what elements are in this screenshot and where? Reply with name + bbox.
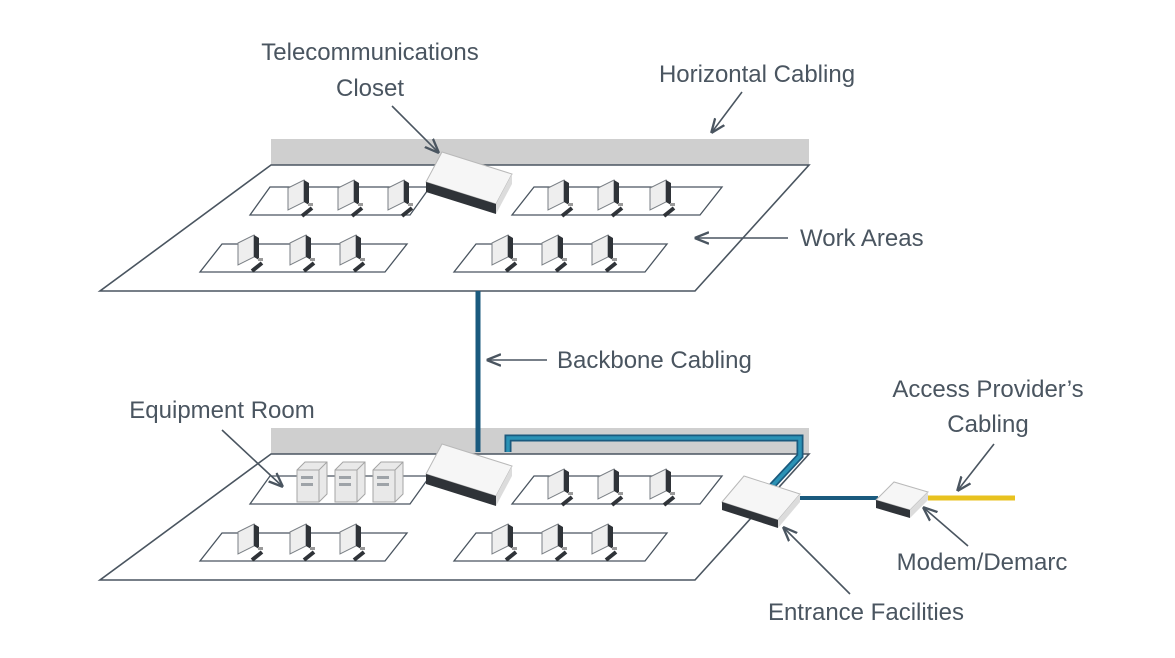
workstation: [289, 234, 316, 273]
lower-work-areas: [198, 468, 724, 562]
upper-wall: [271, 139, 809, 165]
mouse-icon: [568, 203, 573, 206]
telecom-closet-switch: [425, 151, 513, 214]
mouse-icon: [258, 258, 263, 261]
upper-work-areas: [198, 179, 724, 273]
keyboard-icon: [250, 550, 264, 562]
label-work-areas: Work Areas: [800, 225, 924, 252]
keyboard-icon: [400, 206, 414, 218]
workstation: [237, 523, 264, 562]
mouse-icon: [618, 492, 623, 495]
workstation: [289, 523, 316, 562]
mouse-icon: [612, 258, 617, 261]
keyboard-icon: [662, 206, 676, 218]
label-access-provider-line1: Access Provider’s: [892, 376, 1083, 403]
mouse-icon: [670, 492, 675, 495]
entrance-facilities-arrow: [784, 528, 851, 595]
keyboard-icon: [302, 261, 316, 273]
workstation: [649, 468, 676, 507]
keyboard-icon: [604, 550, 618, 562]
modem-demarc-device: [875, 481, 929, 518]
label-backbone-cabling: Backbone Cabling: [557, 347, 752, 374]
entrance-facilities-device: [721, 475, 801, 528]
mouse-icon: [562, 258, 567, 261]
keyboard-icon: [302, 550, 316, 562]
keyboard-icon: [350, 206, 364, 218]
keyboard-icon: [560, 495, 574, 507]
telecom-closet-arrow: [391, 105, 438, 152]
server-tower: [296, 461, 328, 503]
equipment-room-servers: [296, 461, 404, 503]
keyboard-icon: [352, 550, 366, 562]
mouse-icon: [670, 203, 675, 206]
keyboard-icon: [504, 261, 518, 273]
workstation: [597, 468, 624, 507]
label-telecom-closet-line2: Closet: [336, 75, 404, 102]
server-tower: [334, 461, 366, 503]
pointer-arrows: [221, 91, 995, 595]
label-modem-demarc: Modem/Demarc: [897, 549, 1068, 576]
upper-floor: [97, 139, 811, 292]
label-entrance-facilities: Entrance Facilities: [768, 599, 964, 626]
label-telecom-closet-line1: Telecommunications: [261, 39, 478, 66]
workstation: [597, 179, 624, 218]
keyboard-icon: [554, 261, 568, 273]
upper-floor-plate: [97, 164, 811, 292]
keyboard-icon: [504, 550, 518, 562]
keyboard-icon: [662, 495, 676, 507]
keyboard-icon: [610, 206, 624, 218]
mouse-icon: [308, 203, 313, 206]
keyboard-icon: [300, 206, 314, 218]
modem-demarc-arrow: [924, 508, 969, 547]
mouse-icon: [512, 258, 517, 261]
mouse-icon: [562, 547, 567, 550]
workstation: [387, 179, 414, 218]
workstation: [591, 234, 618, 273]
work-area-zone: [248, 186, 432, 216]
horizontal-cabling-arrow: [712, 91, 743, 132]
mouse-icon: [310, 547, 315, 550]
access-provider-arrow: [958, 443, 995, 490]
workstation: [337, 179, 364, 218]
label-horizontal-cabling: Horizontal Cabling: [659, 61, 855, 88]
mouse-icon: [258, 547, 263, 550]
workstation: [541, 234, 568, 273]
server-tower: [372, 461, 404, 503]
workstation: [339, 523, 366, 562]
mouse-icon: [512, 547, 517, 550]
mouse-icon: [310, 258, 315, 261]
equipment-room-switch: [425, 443, 513, 506]
workstation: [491, 234, 518, 273]
keyboard-icon: [610, 495, 624, 507]
workstation: [237, 234, 264, 273]
workstation: [491, 523, 518, 562]
mouse-icon: [360, 258, 365, 261]
mouse-icon: [618, 203, 623, 206]
keyboard-icon: [352, 261, 366, 273]
workstation: [287, 179, 314, 218]
equipment-room-arrow: [221, 429, 282, 486]
label-access-provider-line2: Cabling: [947, 411, 1028, 438]
workstation: [547, 468, 574, 507]
keyboard-icon: [560, 206, 574, 218]
mouse-icon: [360, 547, 365, 550]
mouse-icon: [612, 547, 617, 550]
backbone-cable-highlight: [506, 436, 802, 488]
mouse-icon: [358, 203, 363, 206]
workstation: [339, 234, 366, 273]
workstation: [547, 179, 574, 218]
mouse-icon: [408, 203, 413, 206]
workstation: [591, 523, 618, 562]
keyboard-icon: [554, 550, 568, 562]
label-equipment-room: Equipment Room: [129, 397, 314, 424]
workstation: [541, 523, 568, 562]
workstation: [649, 179, 676, 218]
keyboard-icon: [250, 261, 264, 273]
mouse-icon: [568, 492, 573, 495]
keyboard-icon: [604, 261, 618, 273]
